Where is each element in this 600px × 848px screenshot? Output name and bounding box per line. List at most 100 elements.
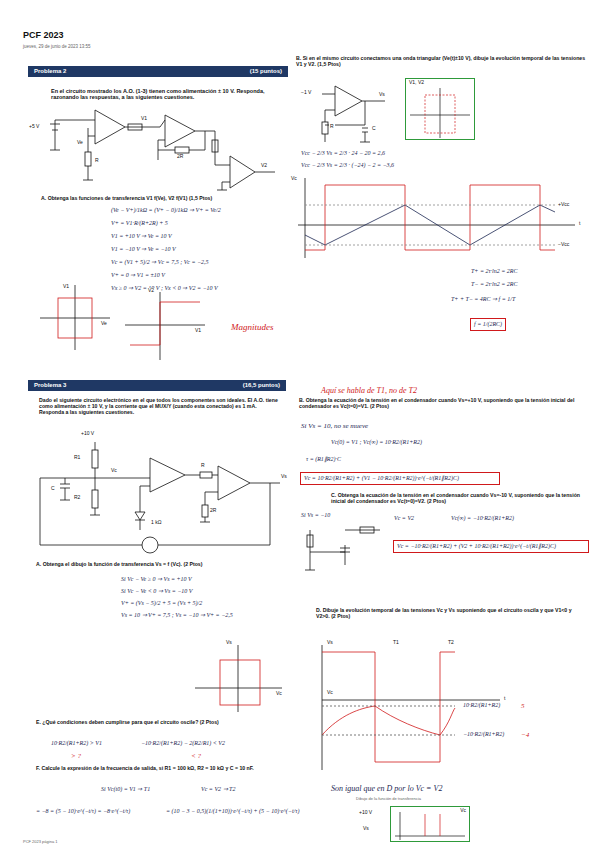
label: V1 bbox=[62, 284, 70, 290]
waveform-p3-d bbox=[322, 706, 455, 707]
circuit-p2-b bbox=[325, 110, 326, 122]
waveform-p3-d bbox=[322, 706, 455, 735]
section-header: Problema 2(15 puntos) bbox=[28, 66, 288, 77]
question-text: A. Obtenga el dibujo la función de trans… bbox=[35, 562, 292, 568]
circuit-p2 bbox=[55, 120, 95, 121]
question-text: A. Obtenga las funciones de transferenci… bbox=[40, 196, 292, 202]
header-text: (15 puntos) bbox=[250, 68, 282, 75]
circuit-p3-c bbox=[360, 527, 374, 533]
question-text: D. Dibuje la evolución temporal de las t… bbox=[315, 608, 587, 620]
handwritten-note: = (10 − 3 − 0,5)(1/(1+10))·e^(−t/τ) + (5… bbox=[165, 808, 300, 815]
graph-frame: V1, V2 bbox=[405, 78, 475, 140]
label: +10 V bbox=[358, 810, 373, 816]
graph-p3-green bbox=[395, 836, 465, 837]
label: Vs bbox=[326, 640, 334, 646]
box-text: f = 1/(2RC) bbox=[474, 321, 502, 328]
question-text: B. Obtenga la ecuación de la tensión en … bbox=[298, 398, 590, 410]
label: jueves, 29 de junio de 2023 13:55 bbox=[22, 44, 92, 49]
label: +Vcc bbox=[557, 202, 570, 208]
header-text: (16,5 puntos) bbox=[243, 382, 280, 389]
graph-p3-green bbox=[395, 812, 465, 840]
circuit-p2 bbox=[195, 131, 215, 132]
circuit-p3 bbox=[40, 478, 65, 479]
graph-p2-a bbox=[125, 325, 205, 326]
handwritten-note: T+ + T− = 4RC ⇒ f = 1/T bbox=[450, 296, 516, 303]
waveform-p3-d bbox=[322, 735, 455, 736]
handwritten-note: = −8 = (5 − 10)·e^(−t/τ) = −8·e^(−t/τ) bbox=[35, 808, 131, 815]
circuit-p3-c bbox=[340, 552, 350, 553]
circuit-p2 bbox=[55, 142, 56, 150]
circuit-p2-b bbox=[362, 128, 368, 129]
circuit-p3-c bbox=[310, 530, 311, 570]
label: Vs bbox=[280, 474, 288, 480]
circuit-p2 bbox=[85, 152, 91, 166]
answer-box: Vc = −10·R2/(R1+R2) + (V2 + 10·R2/(R1+R2… bbox=[393, 540, 589, 553]
circuit-p3 bbox=[140, 520, 141, 530]
waveform-p3-d bbox=[322, 700, 500, 701]
handwritten-note: V1 = +10 V ⇒ Ve = 10 V bbox=[110, 233, 173, 240]
graph-p2-green bbox=[440, 88, 441, 138]
circuit-p2 bbox=[158, 140, 165, 141]
circuit-p3-c bbox=[340, 548, 350, 549]
circuit-p2-b bbox=[325, 134, 326, 142]
circuit-p3-c bbox=[305, 570, 315, 571]
graph-p2-green bbox=[410, 88, 470, 138]
handwritten-note: 10·R2/(R1+R2) bbox=[462, 702, 501, 709]
circuit-p2 bbox=[215, 131, 216, 165]
circuit-p2 bbox=[205, 131, 206, 150]
circuit-p2 bbox=[189, 150, 205, 151]
graph-p3-a bbox=[220, 660, 260, 705]
label: R2 bbox=[73, 495, 81, 501]
circuit-p3 bbox=[205, 492, 206, 505]
handwritten-note: −10·R2/(R1+R2) bbox=[462, 731, 505, 738]
label: V1 bbox=[194, 328, 202, 334]
circuit-p3 bbox=[205, 517, 206, 522]
graph-p3-green bbox=[400, 812, 401, 840]
circuit-p2-b bbox=[325, 110, 335, 111]
label: 2R bbox=[209, 508, 217, 514]
label: +10 V bbox=[80, 431, 95, 437]
circuit-p2 bbox=[88, 136, 95, 137]
handwritten-note: V+ = (Vs − 5)/2 + 5 = (Vs + 5)/2 bbox=[120, 600, 203, 607]
waveform-p2-b bbox=[305, 245, 555, 246]
label: Ve bbox=[76, 140, 84, 146]
handwritten-note: Vc = V2 ⇒ T2 bbox=[200, 786, 236, 793]
circuit-p3 bbox=[60, 484, 70, 485]
graph-p3-a bbox=[238, 645, 239, 712]
label: V2 bbox=[260, 163, 268, 169]
waveform-p3-d bbox=[322, 645, 323, 770]
waveform-p2-b bbox=[305, 185, 555, 250]
label: +5 V bbox=[28, 124, 40, 130]
question-text: F. Calcule la expresión de la frecuencia… bbox=[35, 766, 292, 772]
handwritten-note: Magnitudes bbox=[230, 322, 275, 332]
circuit-p2-b bbox=[365, 132, 366, 142]
label: t bbox=[503, 696, 506, 702]
circuit-p3 bbox=[90, 515, 100, 516]
box-text: Vc bbox=[394, 808, 466, 814]
circuit-p3 bbox=[92, 490, 98, 508]
handwritten-note: Si Vs = −10 bbox=[300, 512, 331, 519]
label: −Vcc bbox=[557, 242, 570, 248]
handwritten-note: 10·R2/(R1+R2) > V1 bbox=[50, 740, 103, 747]
label: Vc bbox=[326, 690, 334, 696]
circuit-p2-b bbox=[322, 86, 385, 142]
handwritten-note: Vx ≥ 0 ⇒ V2 = 10 V ; Vx < 0 ⇒ V2 = −10 V bbox=[110, 285, 219, 292]
circuit-p3 bbox=[95, 478, 150, 479]
circuit-p3 bbox=[95, 468, 96, 490]
handwritten-note: Vs = 10 ⇒ V+ = 7,5 ; Vs = −10 ⇒ V+ = −2,… bbox=[120, 612, 234, 619]
circuit-p2 bbox=[125, 127, 160, 128]
circuit-p3 bbox=[158, 545, 270, 546]
circuit-p3 bbox=[60, 500, 70, 501]
label: R bbox=[329, 124, 335, 130]
waveform-p2-b bbox=[305, 178, 306, 258]
handwritten-note: Vc(∞) = −10·R2/(R1+R2) bbox=[450, 515, 515, 522]
label: Vc bbox=[290, 176, 298, 182]
circuit-p3 bbox=[200, 472, 212, 478]
label: Vs bbox=[225, 640, 233, 646]
label: R bbox=[94, 158, 100, 164]
circuit-p3 bbox=[40, 545, 142, 546]
circuit-p3 bbox=[140, 486, 150, 487]
circuit-p2 bbox=[88, 136, 89, 152]
circuit-p3 bbox=[95, 508, 96, 515]
waveform-p2-b bbox=[305, 205, 555, 206]
